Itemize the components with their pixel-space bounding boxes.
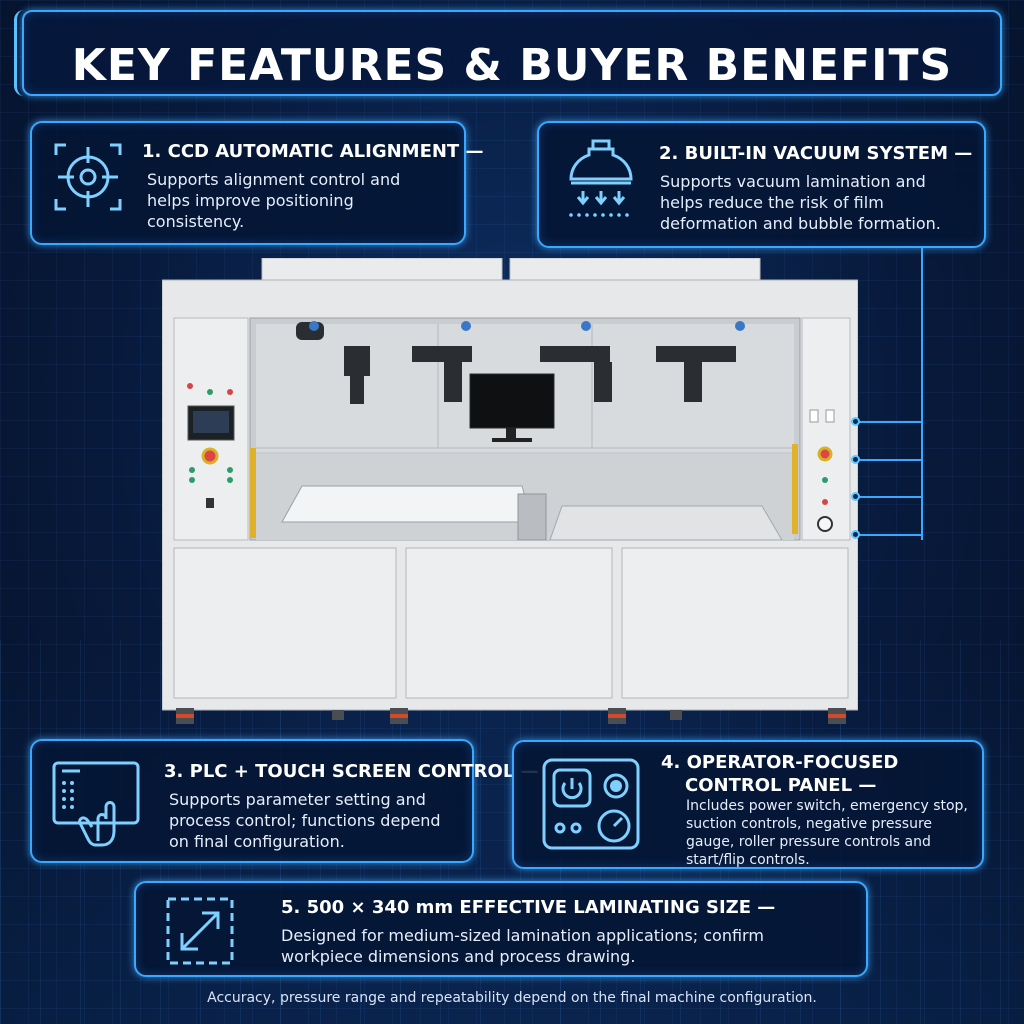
feature-description: Supports parameter setting and process c…	[169, 790, 441, 851]
feature-title: 5. 500 × 340 mm EFFECTIVE LAMINATING SIZ…	[281, 897, 776, 918]
connector-line	[855, 421, 923, 423]
connector-line	[855, 496, 923, 498]
feature-card-plc-touch-screen: 3. PLC + TOUCH SCREEN CONTROL — Supports…	[30, 739, 539, 863]
connector-line	[855, 534, 923, 536]
connector-dot	[851, 530, 860, 539]
resize-diagonal-icon	[166, 897, 234, 965]
connector-dot	[851, 455, 860, 464]
feature-title: 2. BUILT-IN VACUUM SYSTEM —	[659, 143, 973, 164]
page-title: KEY FEATURES & BUYER BENEFITS	[71, 40, 953, 91]
vacuum-hood-icon	[569, 139, 633, 217]
laminating-machine-image	[162, 258, 858, 724]
crosshair-target-icon	[54, 143, 122, 211]
touch-screen-icon	[52, 761, 140, 847]
connector-dot	[851, 417, 860, 426]
connector-line	[855, 459, 923, 461]
title-banner: KEY FEATURES & BUYER BENEFITS	[14, 10, 1002, 96]
feature-card-laminating-size: 5. 500 × 340 mm EFFECTIVE LAMINATING SIZ…	[134, 881, 868, 977]
feature-title: 3. PLC + TOUCH SCREEN CONTROL —	[164, 761, 539, 782]
feature-title-line2: CONTROL PANEL —	[685, 775, 877, 796]
feature-card-operator-control-panel: 4. OPERATOR-FOCUSED CONTROL PANEL — Incl…	[512, 740, 984, 869]
connector-line	[921, 248, 923, 540]
feature-description: Designed for medium-sized lamination app…	[281, 926, 764, 966]
feature-description: Supports vacuum lamination and helps red…	[660, 172, 941, 233]
feature-description: Supports alignment control and helps imp…	[147, 170, 401, 231]
feature-card-vacuum-system: 2. BUILT-IN VACUUM SYSTEM — Supports vac…	[537, 121, 986, 248]
feature-description: Includes power switch, emergency stop, s…	[686, 798, 968, 868]
control-panel-icon	[542, 758, 640, 850]
feature-title: 1. CCD AUTOMATIC ALIGNMENT —	[142, 141, 484, 162]
footer-disclaimer: Accuracy, pressure range and repeatabili…	[207, 990, 817, 1006]
feature-card-ccd-alignment: 1. CCD AUTOMATIC ALIGNMENT — Supports al…	[30, 121, 483, 245]
feature-title-line1: 4. OPERATOR-FOCUSED	[661, 752, 899, 773]
connector-dot	[851, 492, 860, 501]
